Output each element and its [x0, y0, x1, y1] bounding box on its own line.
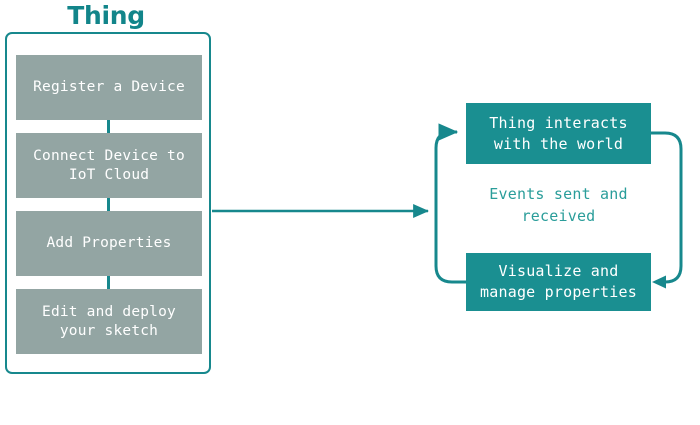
cycle-caption-events: Events sent and received	[489, 185, 628, 225]
cycle-box-thing-interacts[interactable]: Thing interacts with the world	[466, 103, 651, 164]
arrowhead-into-bottom-box	[652, 275, 666, 289]
step-box-connect-device-to-iot-cloud[interactable]: Connect Device to IoT Cloud	[16, 133, 202, 198]
arrow-cycle-left-up	[434, 123, 466, 284]
connector-line-1	[107, 120, 110, 133]
step-box-register-a-device[interactable]: Register a Device	[16, 55, 202, 120]
step-box-edit-and-deploy-your-sketch[interactable]: Edit and deploy your sketch	[16, 289, 202, 354]
page-title: Thing	[67, 1, 145, 30]
connector-line-2	[107, 198, 110, 211]
arrow-cycle-right-down	[651, 131, 683, 284]
cycle-box-visualize-manage-properties[interactable]: Visualize and manage properties	[466, 253, 651, 311]
step-box-add-properties[interactable]: Add Properties	[16, 211, 202, 276]
connector-line-3	[107, 276, 110, 289]
